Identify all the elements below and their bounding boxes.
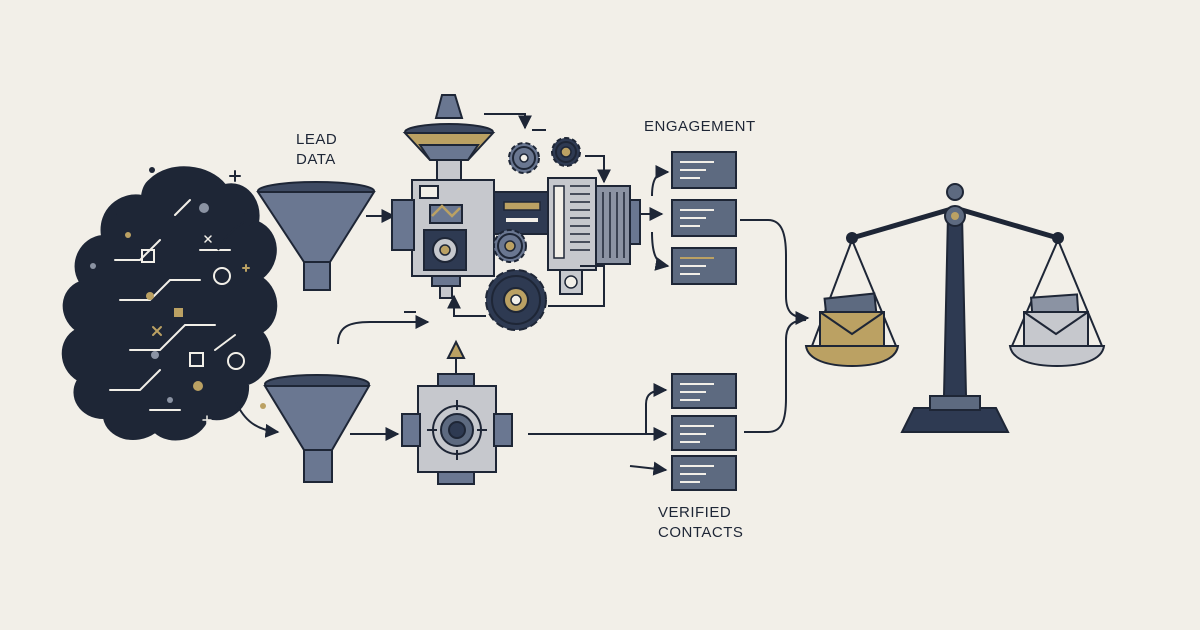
small-gear-icon [508,142,540,174]
bottom-funnel-icon [263,374,371,483]
verified-contacts-label: VERIFIED CONTACTS [658,503,743,543]
top-funnel-icon [256,181,376,291]
verified-card-3 [671,455,737,491]
verified-contacts-label-line1: VERIFIED [658,504,732,521]
engagement-card-3 [671,247,737,285]
machine-feedback-arrows [337,113,611,345]
verified-contacts-label-line2: CONTACTS [658,524,744,541]
machine-to-engagement-arrows [640,165,670,271]
verified-card-1 [671,373,737,409]
middle-gear-icon [493,229,527,263]
cards-to-scale-arrows [740,219,810,433]
verified-card-2 [671,415,737,451]
engagement-label: ENGAGEMENT [644,118,756,135]
balance-scale-icon [804,183,1106,433]
brain-to-bottom-funnel-arrow [235,401,280,438]
data-brain-icon [61,166,278,441]
engagement-card-2 [671,199,737,237]
target-processor-icon [401,339,513,485]
lead-data-label: LEAD DATA [296,130,337,170]
large-gear-icon [485,269,547,331]
lead-data-label-line2: DATA [296,151,336,168]
processing-machine-icon [391,94,641,299]
lead-data-label-line1: LEAD [296,131,338,148]
processor-to-verified-arrows [528,383,668,476]
gold-gear-icon [551,137,581,167]
brain-to-top-funnel-arrow [217,213,260,251]
engagement-card-1 [671,151,737,189]
